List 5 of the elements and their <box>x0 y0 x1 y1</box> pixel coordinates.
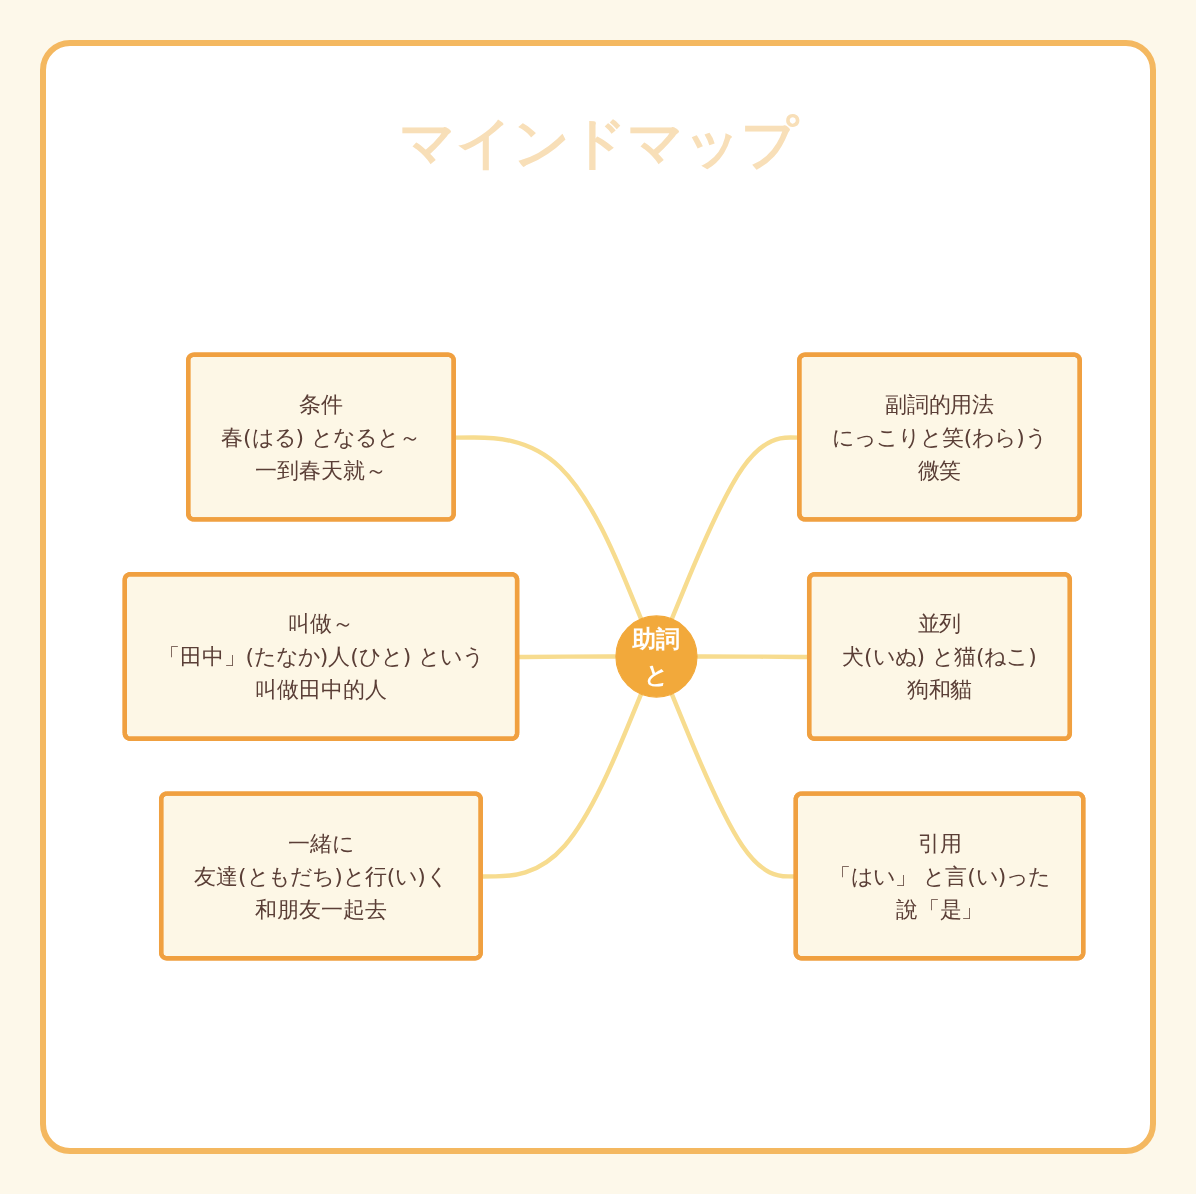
connector <box>669 434 800 620</box>
node-circle: 助詞 と <box>615 614 698 698</box>
title: マインドマップ <box>397 109 801 177</box>
connector <box>481 692 644 879</box>
connector <box>454 434 644 620</box>
